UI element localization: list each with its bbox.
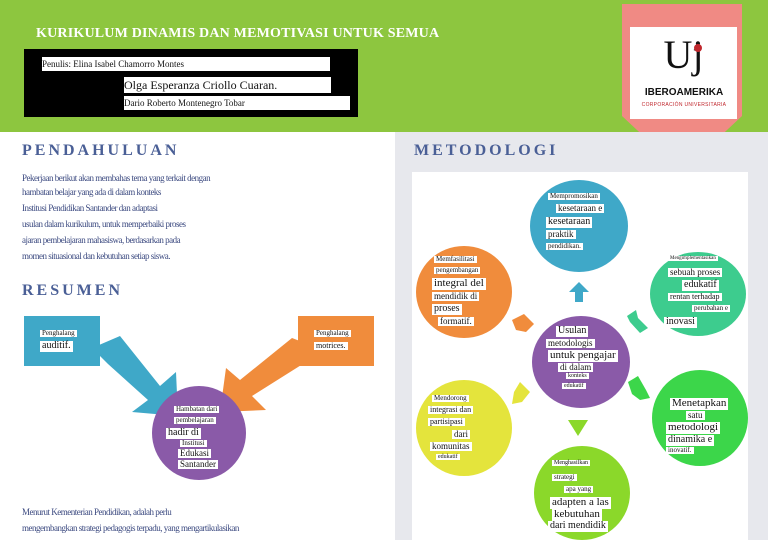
pendahuluan-line-1: Pekerjaan berikut akan membahas tema yan… bbox=[22, 173, 211, 183]
top-left-l3: integral del bbox=[432, 277, 486, 290]
arrow-down-left-icon bbox=[512, 382, 530, 404]
right-l1: Menetapkan bbox=[670, 397, 729, 410]
university-logo: Uj IBEROAMERIKA CORPORACIÓN UNIVERSITARI… bbox=[630, 27, 737, 119]
resumen-right-box bbox=[298, 316, 374, 366]
top-left-l2: pengembangan bbox=[434, 266, 481, 275]
top-right-l2: sebuah proses bbox=[668, 267, 723, 278]
right-l5: inovatif. bbox=[666, 446, 694, 455]
logo-subtitle: CORPORACIÓN UNIVERSITARIA bbox=[641, 102, 727, 108]
resumen-circle-l3: hadir di bbox=[166, 427, 201, 439]
pendahuluan-line-6: momen situasional dan kebutuhan setiap s… bbox=[22, 251, 170, 261]
bottom-l2: strategi bbox=[552, 473, 577, 482]
right-arrow-icon bbox=[220, 338, 318, 412]
bottom-left-l6: edukatif bbox=[436, 454, 460, 461]
author-1: Penulis: Elina Isabel Chamorro Montes bbox=[42, 57, 330, 71]
center-l4: di dalam bbox=[558, 362, 594, 373]
top-l2: kesetaraan e bbox=[556, 203, 605, 214]
center-l6: edukatif bbox=[562, 383, 586, 390]
arrow-up-icon bbox=[569, 282, 589, 302]
resumen-circle-l1: Hambatan dari bbox=[174, 405, 220, 414]
resumen-left-l1: Penghalang bbox=[40, 329, 77, 338]
top-l1: Mempromosikan bbox=[548, 192, 600, 201]
top-l5: pendidikan. bbox=[546, 242, 583, 251]
pendahuluan-line-4: usulan dalam kurikulum, untuk memperbaik… bbox=[22, 219, 186, 229]
top-left-l6: formatif. bbox=[438, 316, 474, 327]
arrow-up-left-icon bbox=[512, 314, 534, 332]
center-l1: Usulan bbox=[556, 325, 589, 337]
top-left-l1: Memfasilitasi bbox=[434, 255, 477, 264]
bottom-l5: kebutuhan bbox=[552, 508, 602, 521]
logo-name: IBEROAMERIKA bbox=[644, 87, 724, 98]
top-right-l4: rentan terhadap bbox=[668, 292, 722, 302]
bottom-l4: adapten a las bbox=[550, 496, 611, 509]
right-l3: metodologi bbox=[666, 421, 721, 434]
center-l2: metodologis bbox=[546, 338, 595, 349]
top-right-l1: Mengimplementasikan bbox=[668, 256, 718, 262]
top-right-l5: perubahan e bbox=[692, 304, 731, 313]
top-right-l3: edukatif bbox=[682, 279, 719, 291]
pendahuluan-line-5: ajaran pembelajaran mahasiswa, berdasark… bbox=[22, 235, 181, 245]
resumen-right-l1: Penghalang bbox=[314, 329, 351, 338]
author-2: Olga Esperanza Criollo Cuaran. bbox=[124, 77, 331, 93]
bottom-left-l2: integrasi dan bbox=[428, 405, 474, 415]
bottom-left-l3: partisipasi bbox=[428, 417, 465, 427]
top-l4: praktik bbox=[546, 229, 576, 240]
pendahuluan-line-2: hambatan belajar yang ada di dalam konte… bbox=[22, 187, 161, 197]
top-l3: kesetaraan bbox=[546, 216, 593, 228]
bottom-left-l4: dari bbox=[452, 429, 470, 440]
pendahuluan-line-3: Institusi Pendidikan Santander dan adapt… bbox=[22, 203, 158, 213]
right-l2: satu bbox=[686, 410, 705, 421]
arrow-up-right-icon bbox=[627, 310, 648, 333]
bottom-l3: apa yang bbox=[564, 485, 594, 494]
top-right-l6: inovasi bbox=[664, 316, 697, 328]
right-l4: dinamika e bbox=[666, 434, 715, 446]
logo-mark: Uj bbox=[663, 32, 704, 77]
resumen-heading: RESUMEN bbox=[22, 282, 124, 299]
top-left-l5: proses bbox=[432, 303, 462, 315]
author-3: Dario Roberto Montenegro Tobar bbox=[124, 96, 350, 110]
resumen-footer-1: Menurut Kementerian Pendidikan, adalah p… bbox=[22, 507, 172, 517]
left-arrow-icon bbox=[92, 336, 178, 416]
bottom-left-l5: komunitas bbox=[430, 441, 472, 452]
resumen-circle-l5: Edukasi bbox=[178, 448, 211, 459]
resumen-footer-2: mengembangkan strategi pedagogis terpadu… bbox=[22, 523, 239, 533]
poster-title: KURIKULUM DINAMIS DAN MEMOTIVASI UNTUK S… bbox=[36, 26, 440, 41]
bottom-l1: Menghasilkan bbox=[552, 460, 590, 467]
pendahuluan-heading: PENDAHULUAN bbox=[22, 142, 180, 159]
arrow-down-icon bbox=[568, 420, 588, 436]
center-l3: untuk pengajar bbox=[548, 349, 618, 362]
resumen-circle-l4: Institusi bbox=[180, 439, 207, 448]
resumen-circle-l2: pembelajaran bbox=[174, 416, 216, 425]
resumen-right-l2: motrices. bbox=[314, 341, 348, 351]
resumen-circle-l6: Santander bbox=[178, 459, 218, 470]
metodologi-heading: METODOLOGI bbox=[414, 142, 559, 159]
bottom-l6: dari mendidik bbox=[548, 520, 608, 532]
logo-dot-icon bbox=[694, 44, 702, 52]
center-l5: konteks bbox=[566, 373, 589, 380]
arrow-down-right-icon bbox=[628, 376, 650, 400]
resumen-left-l2: auditif. bbox=[40, 340, 73, 352]
bottom-left-l1: Mendorong bbox=[432, 394, 469, 403]
top-left-l4: mendidik di bbox=[432, 291, 480, 302]
